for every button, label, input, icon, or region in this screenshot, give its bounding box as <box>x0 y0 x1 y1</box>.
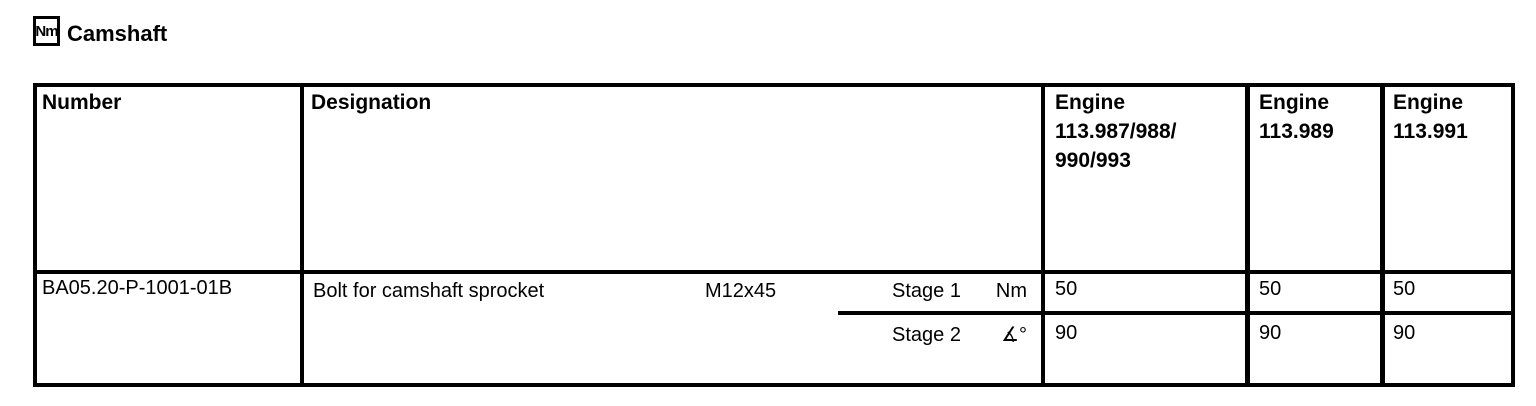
col-divider-designation <box>1041 83 1045 387</box>
stage-2-value-engine-2: 90 <box>1259 322 1282 344</box>
col-divider-number <box>300 83 304 387</box>
page-title: Camshaft <box>67 21 168 46</box>
stage-2-label: Stage 2 <box>892 324 961 346</box>
page-header: Nm Camshaft <box>33 16 167 46</box>
row-size: M12x45 <box>705 280 777 302</box>
nm-icon-label: Nm <box>35 22 58 40</box>
header-engine-1: Engine 113.987/988/ 990/993 <box>1055 91 1177 172</box>
header-engine-3: Engine 113.991 <box>1393 91 1468 143</box>
header-number: Number <box>42 91 122 114</box>
header-designation: Designation <box>311 91 432 114</box>
stage-2-value-engine-3: 90 <box>1393 322 1416 344</box>
table-border-bottom <box>33 383 1515 387</box>
col-divider-engine1 <box>1245 83 1250 387</box>
table-border-left <box>33 83 37 387</box>
row-designation: Bolt for camshaft sprocket <box>313 280 545 302</box>
stage-2-unit: ∡° <box>1001 324 1027 346</box>
torque-table: Number Designation Engine 113.987/988/ 9… <box>33 83 1515 387</box>
stage-1-value-engine-3: 50 <box>1393 278 1416 300</box>
table-border-right <box>1511 83 1515 387</box>
stage-separator-line <box>838 311 1515 315</box>
stage-2-value-engine-1: 90 <box>1055 322 1078 344</box>
stage-1-value-engine-2: 50 <box>1259 278 1282 300</box>
stage-1-label: Stage 1 <box>892 280 961 302</box>
table-border-top <box>33 83 1515 87</box>
col-divider-engine2 <box>1380 83 1385 387</box>
nm-torque-icon: Nm <box>33 16 60 46</box>
stage-1-value-engine-1: 50 <box>1055 278 1078 300</box>
row-number: BA05.20-P-1001-01B <box>42 277 233 299</box>
header-engine-2: Engine 113.989 <box>1259 91 1334 143</box>
stage-1-unit: Nm <box>995 280 1027 302</box>
header-separator-line <box>33 270 1515 274</box>
